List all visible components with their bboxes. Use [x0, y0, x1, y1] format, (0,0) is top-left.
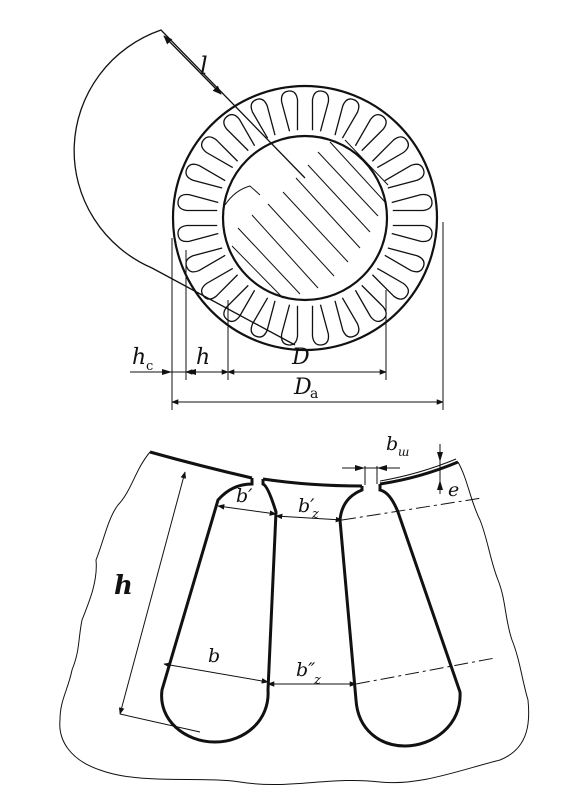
right-slot-outline — [338, 484, 462, 748]
stator-slot — [185, 163, 226, 189]
slot-opening-label: b — [386, 433, 398, 455]
stator-slot — [223, 113, 256, 152]
stator-slot — [185, 247, 226, 273]
stator-slot — [223, 284, 256, 323]
tooth-top-width-line — [275, 513, 343, 523]
yoke-height-sub: c — [146, 359, 153, 374]
slot-top-width-label: b′ — [236, 485, 253, 507]
stator-slot — [371, 136, 410, 169]
cylinder-back-outline — [73, 29, 306, 346]
length-dimension-line — [163, 35, 222, 95]
slot-height-line — [118, 471, 187, 715]
slot-depth-label: h — [196, 345, 210, 370]
core-outer-circle — [171, 84, 439, 352]
stator-slot — [250, 98, 276, 139]
outer-diameter-label: D — [293, 375, 312, 400]
stator-slot — [334, 98, 360, 139]
slot-height-label: h — [114, 571, 133, 601]
stator-slot — [311, 304, 330, 346]
slot-ring — [177, 90, 433, 346]
stator-slot — [391, 224, 433, 243]
outer-diameter-sub: a — [310, 386, 318, 402]
stator-slot — [384, 163, 425, 189]
tooth-bottom-width-label: b″ — [296, 659, 315, 681]
wedge-height-label: e — [448, 479, 459, 501]
left-slot-outline — [160, 478, 278, 744]
stator-slot — [311, 90, 330, 132]
bore-diameter-label: D — [291, 345, 310, 370]
tooth-top-width-label: b′ — [298, 495, 315, 517]
tooth-bottom-width-sub: z — [313, 673, 321, 688]
stator-slot — [200, 267, 239, 300]
slot-opening-sub: ш — [398, 445, 409, 459]
stator-slot — [280, 90, 299, 132]
bore-edge-right — [379, 460, 459, 486]
slot-bottom-width-line — [163, 662, 269, 684]
stator-slot — [177, 193, 219, 212]
stator-slot — [280, 304, 299, 346]
stator-slot — [371, 267, 410, 300]
stator-slot — [384, 247, 425, 273]
slot-detail-figure: h b′ b′ z b b″ z b ш e — [59, 433, 530, 786]
slot-top-width-line — [217, 504, 277, 516]
yoke-height-label: h — [132, 345, 146, 370]
length-label: l — [200, 52, 208, 80]
bore-edge-left — [149, 450, 253, 480]
slot-bottom-width-label: b — [208, 645, 220, 667]
stator-slot — [334, 297, 360, 338]
stator-slot — [177, 224, 219, 243]
stator-slot — [200, 136, 239, 169]
stator-slot — [391, 193, 433, 212]
bore-circle — [221, 134, 389, 302]
bottom-center-line — [355, 657, 496, 685]
stator-slot — [250, 297, 276, 338]
tooth-top-width-sub: z — [311, 507, 319, 522]
stator-core-figure: l h c h D D a — [73, 29, 444, 410]
stator-slot — [354, 113, 387, 152]
bore-edge-mid — [262, 477, 363, 488]
section-torn-outline — [59, 451, 530, 786]
top-center-line — [341, 497, 483, 521]
inner-slot-lines — [224, 139, 389, 299]
stator-slot — [354, 284, 387, 323]
